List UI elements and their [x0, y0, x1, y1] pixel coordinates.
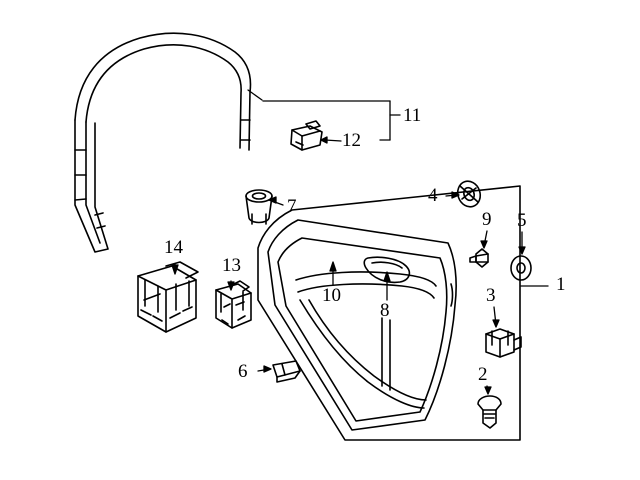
callout-3[interactable]: 3	[486, 285, 496, 306]
bracket-6	[272, 360, 301, 383]
leader-2	[484, 385, 492, 395]
bolt-9	[469, 248, 489, 268]
retainer-clip-3	[485, 328, 522, 358]
run-channel-clip	[290, 120, 323, 151]
callout-8[interactable]: 8	[380, 300, 390, 321]
callout-2[interactable]: 2	[478, 364, 488, 385]
cap-plug-5	[510, 255, 532, 281]
callout-13[interactable]: 13	[222, 255, 241, 276]
callout-11[interactable]: 11	[403, 105, 422, 126]
leader-4	[445, 191, 460, 199]
callout-9[interactable]: 9	[482, 209, 492, 230]
leader-14	[171, 263, 179, 275]
leader-6	[257, 365, 272, 373]
callout-10[interactable]: 10	[322, 285, 341, 306]
leader-8	[383, 271, 391, 301]
callout-1[interactable]: 1	[556, 274, 566, 295]
lock-knob-bezel	[245, 189, 273, 225]
door-trim-panel	[257, 185, 521, 441]
callout-6[interactable]: 6	[238, 361, 248, 382]
leader-3	[492, 306, 500, 328]
leader-13	[227, 280, 235, 291]
leader-10	[329, 261, 337, 286]
leader-7	[268, 196, 284, 206]
screw-2	[477, 395, 502, 429]
callout-14[interactable]: 14	[164, 237, 183, 258]
callout-12[interactable]: 12	[342, 130, 361, 151]
speaker-grille	[456, 180, 482, 208]
callout-4[interactable]: 4	[428, 185, 438, 206]
master-switch-14	[137, 261, 199, 333]
callout-5[interactable]: 5	[517, 210, 527, 231]
window-run-channel	[74, 32, 263, 253]
window-switch-13	[215, 280, 252, 329]
leader-9	[480, 230, 488, 249]
callout-7[interactable]: 7	[287, 196, 297, 217]
leader-12	[320, 136, 342, 144]
leader-11	[262, 100, 401, 141]
leader-5	[518, 231, 526, 255]
